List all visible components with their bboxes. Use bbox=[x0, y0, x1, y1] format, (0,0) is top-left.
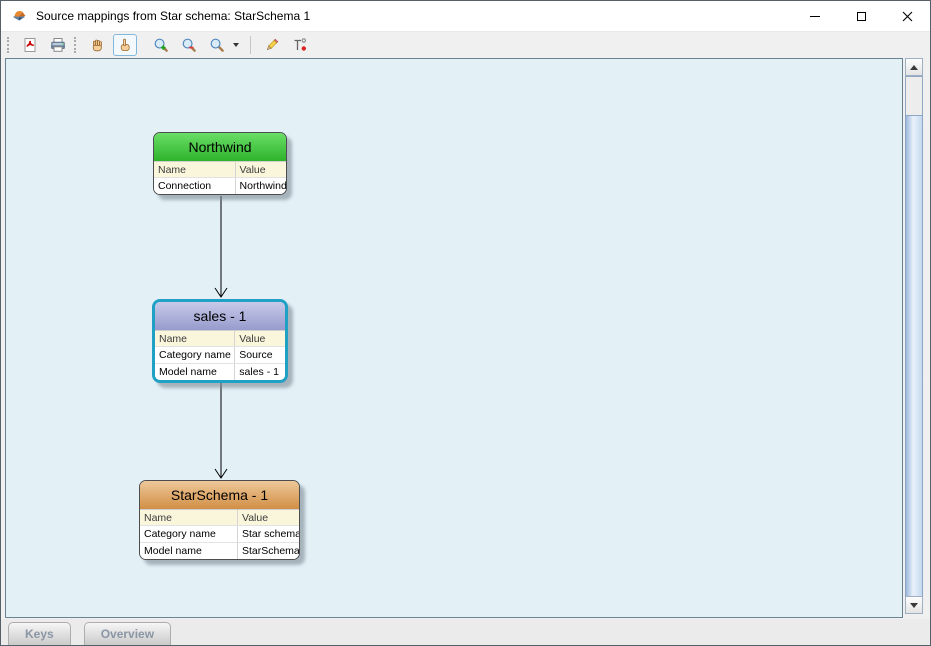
app-logo-icon bbox=[13, 10, 26, 21]
close-icon bbox=[902, 11, 912, 21]
zoom-dropdown-icon[interactable] bbox=[233, 43, 239, 47]
node-title: StarSchema - 1 bbox=[140, 481, 299, 509]
column-name-label: Name bbox=[159, 332, 188, 345]
zoom-out-button[interactable] bbox=[177, 34, 201, 56]
node-starschema-1[interactable]: StarSchema - 1 Name Value Category name … bbox=[139, 480, 300, 560]
toolbar-grip[interactable] bbox=[7, 37, 11, 53]
pan-hand-icon bbox=[92, 39, 102, 52]
property-value: StarSchema - 1 bbox=[236, 543, 299, 559]
property-name: Connection bbox=[158, 180, 212, 192]
property-name: Model name bbox=[159, 366, 217, 378]
node-title: sales - 1 bbox=[155, 302, 285, 330]
arrow-up-icon bbox=[910, 64, 918, 70]
zoom-in-button[interactable] bbox=[149, 34, 173, 56]
node-table-row: Connection Northwind bbox=[154, 177, 286, 194]
diagram-canvas[interactable]: Northwind Name Value Connection Northwin… bbox=[5, 58, 903, 618]
node-sales-1[interactable]: sales - 1 Name Value Category name Sourc… bbox=[152, 299, 288, 383]
column-name-label: Name bbox=[144, 511, 173, 524]
scrollbar-thumb[interactable] bbox=[905, 76, 923, 116]
node-table-row: Model name sales - 1 bbox=[155, 363, 285, 380]
vertical-scrollbar bbox=[905, 58, 923, 614]
title-bar: Source mappings from Star schema: StarSc… bbox=[1, 1, 930, 31]
column-value-label: Value bbox=[234, 162, 286, 177]
zoom-out-icon bbox=[182, 38, 196, 52]
arrow-down-icon bbox=[910, 602, 918, 608]
node-table-row: Category name Star schema bbox=[140, 525, 299, 542]
property-value: sales - 1 bbox=[234, 364, 285, 380]
export-pdf-button[interactable] bbox=[18, 34, 42, 56]
property-name: Category name bbox=[144, 528, 216, 540]
select-hand-icon bbox=[120, 38, 130, 51]
mapping-button[interactable] bbox=[288, 34, 312, 56]
zoom-level-button[interactable] bbox=[205, 34, 229, 56]
node-table-header: Name Value bbox=[154, 161, 286, 177]
toolbar bbox=[1, 31, 930, 58]
zoom-icon bbox=[210, 38, 224, 52]
pan-tool-button[interactable] bbox=[85, 34, 109, 56]
export-pdf-icon bbox=[24, 38, 36, 52]
property-value: Source bbox=[234, 347, 285, 363]
print-icon bbox=[51, 38, 65, 52]
edit-pencil-icon bbox=[267, 38, 279, 50]
minimize-button[interactable] bbox=[792, 1, 838, 31]
node-table-header: Name Value bbox=[140, 509, 299, 525]
maximize-button[interactable] bbox=[838, 1, 884, 31]
node-table-header: Name Value bbox=[155, 330, 285, 346]
toolbar-separator bbox=[250, 36, 251, 54]
edge-northwind-to-sales bbox=[214, 196, 228, 298]
property-value: Star schema bbox=[236, 526, 299, 542]
column-value-label: Value bbox=[236, 510, 299, 525]
property-value: Northwind bbox=[234, 178, 286, 194]
window-title: Source mappings from Star schema: StarSc… bbox=[36, 9, 311, 23]
bottom-dock-bar: Keys Overview bbox=[1, 619, 930, 645]
toolbar-grip[interactable] bbox=[74, 37, 78, 53]
property-name: Model name bbox=[144, 545, 202, 557]
tab-overview[interactable]: Overview bbox=[83, 622, 172, 645]
mapping-icon bbox=[294, 38, 307, 51]
column-value-label: Value bbox=[234, 331, 285, 346]
print-button[interactable] bbox=[46, 34, 70, 56]
node-table-row: Category name Source bbox=[155, 346, 285, 363]
edge-sales-to-starschema bbox=[214, 380, 228, 479]
scroll-up-button[interactable] bbox=[905, 58, 923, 76]
window-controls bbox=[792, 1, 930, 31]
zoom-in-icon bbox=[154, 38, 168, 52]
minimize-icon bbox=[810, 15, 820, 17]
maximize-icon bbox=[856, 11, 866, 21]
node-title: Northwind bbox=[154, 133, 286, 161]
scroll-down-button[interactable] bbox=[905, 596, 923, 614]
select-tool-button[interactable] bbox=[113, 34, 137, 56]
node-northwind[interactable]: Northwind Name Value Connection Northwin… bbox=[153, 132, 287, 195]
edit-button[interactable] bbox=[260, 34, 284, 56]
tab-keys[interactable]: Keys bbox=[8, 622, 71, 645]
node-table-row: Model name StarSchema - 1 bbox=[140, 542, 299, 559]
property-name: Category name bbox=[159, 349, 231, 361]
scrollbar-track[interactable] bbox=[905, 116, 923, 596]
column-name-label: Name bbox=[158, 163, 187, 176]
close-button[interactable] bbox=[884, 1, 930, 31]
